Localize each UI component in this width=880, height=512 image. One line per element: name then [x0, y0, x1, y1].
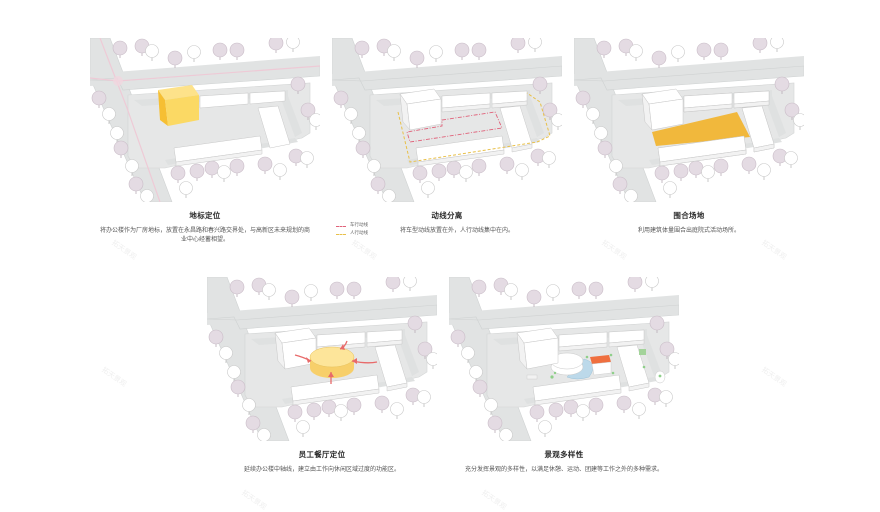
pedestrian-route-swatch — [336, 233, 346, 235]
canteen-axonometric — [207, 277, 437, 441]
panel-description: 充分发挥景观的多样性，以满足休憩、运动、团建等工作之外的多种需求。 — [464, 466, 663, 473]
legend-vehicle: 车行动线 — [336, 222, 368, 230]
panel-landmark: 地标定位 将办公楼作为厂房地标，放置在永昌路和春兴路交界处，与高新区未来规划的商… — [90, 38, 320, 248]
landmark-diagram — [90, 38, 320, 202]
panel-circulation: 车行动线 人行动线 动线分离 将车型动线放置在外，人行动线集中在内。 — [332, 38, 562, 248]
pedestrian-route — [397, 92, 551, 163]
route-legend: 车行动线 人行动线 — [336, 222, 368, 238]
panel-description: 将车型动线放置在外，人行动线集中在内。 — [399, 227, 514, 234]
legend-pedestrian-label: 人行动线 — [350, 231, 368, 236]
circulation-axonometric — [332, 38, 562, 202]
canteen-diagram — [207, 277, 437, 441]
canteen-volume — [309, 346, 355, 378]
vehicle-route — [406, 111, 503, 143]
panel-description: 利用建筑体量围合出庭院式活动场所。 — [637, 227, 740, 234]
circulation-diagram — [332, 38, 562, 202]
vehicle-route-swatch — [336, 225, 346, 227]
landscape-diagram — [449, 277, 679, 441]
enclosure-diagram — [574, 38, 804, 202]
panel-description: 延续办公楼中轴线，建立由工作向休闲区域过度的功能区。 — [243, 466, 400, 473]
panel-title: 动线分离 — [431, 211, 463, 220]
panel-title: 员工餐厅定位 — [298, 450, 346, 459]
legend-pedestrian: 人行动线 — [336, 230, 368, 238]
panel-canteen: 员工餐厅定位 延续办公楼中轴线，建立由工作向休闲区域过度的功能区。 — [207, 277, 437, 487]
panel-description: 将办公楼作为厂房地标，放置在永昌路和春兴路交界处，与高新区未来规划的商业中心经蓄… — [100, 227, 311, 243]
landmark-axonometric — [90, 38, 320, 202]
panel-title: 围合场地 — [673, 211, 705, 220]
sports-court — [590, 355, 611, 364]
landmark-tower — [158, 85, 199, 126]
panel-title: 景观多样性 — [544, 450, 584, 459]
landscape-axonometric — [449, 277, 679, 441]
legend-vehicle-label: 车行动线 — [350, 223, 368, 228]
enclosure-axonometric — [574, 38, 804, 202]
watermark: 拓天景观 — [480, 488, 508, 512]
courtyard-area — [652, 112, 750, 146]
panel-title: 地标定位 — [189, 211, 221, 220]
watermark: 拓天景观 — [760, 365, 788, 389]
watermark: 拓天景观 — [240, 488, 268, 512]
panel-landscape: 景观多样性 充分发挥景观的多样性，以满足休憩、运动、团建等工作之外的多种需求。 — [449, 277, 679, 487]
watermark: 拓天景观 — [100, 365, 128, 389]
panel-enclosure: 围合场地 利用建筑体量围合出庭院式活动场所。 — [574, 38, 804, 248]
arrows — [294, 340, 378, 384]
